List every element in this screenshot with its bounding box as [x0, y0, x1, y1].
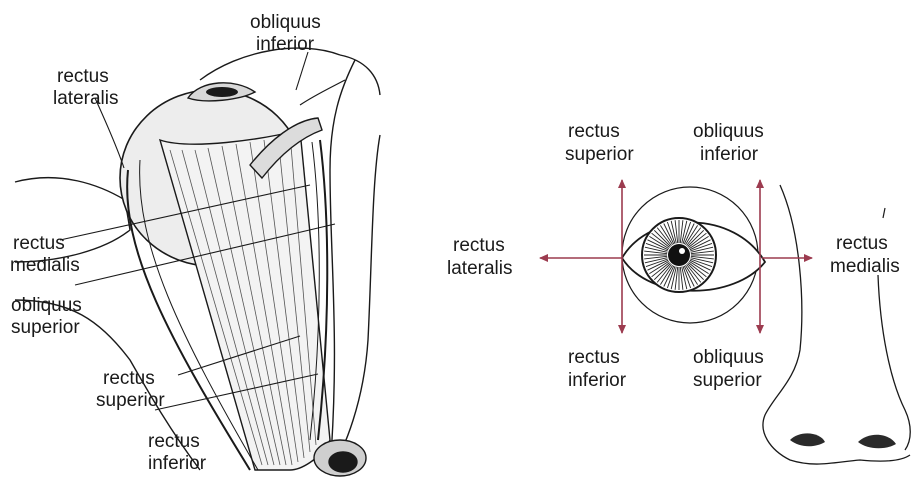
action-rectus-superior-line1: rectus	[568, 121, 620, 142]
action-rectus-medialis-line1: rectus	[836, 233, 888, 254]
nose-tick	[883, 208, 885, 218]
action-obliquus-inferior-line2: inferior	[700, 144, 759, 165]
eye-movement-diagram: rectus superior obliquus inferior rectus…	[447, 121, 910, 464]
nostril-left	[790, 433, 825, 446]
action-rectus-lateralis-line2: lateralis	[447, 258, 512, 279]
muscle-cone	[160, 130, 330, 470]
label-rectus-medialis-line1: rectus	[13, 233, 65, 254]
action-obliquus-inferior-line1: obliquus	[693, 121, 764, 142]
orbit-right-wall-outer	[330, 60, 355, 470]
label-rectus-superior-line2: superior	[96, 390, 165, 411]
label-rectus-lateralis-line2: lateralis	[53, 88, 118, 109]
label-obliquus-superior-line2: superior	[11, 317, 80, 338]
label-rectus-superior-line1: rectus	[103, 368, 155, 389]
action-rectus-superior-line2: superior	[565, 144, 634, 165]
orbit-top-right	[340, 55, 380, 95]
action-obliquus-superior-line1: obliquus	[693, 347, 764, 368]
nose-bridge	[878, 275, 910, 450]
label-obliquus-superior-line1: obliquus	[11, 295, 82, 316]
nostril-right	[858, 435, 896, 449]
action-rectus-inferior-line1: rectus	[568, 347, 620, 368]
label-rectus-medialis-line2: medialis	[10, 255, 80, 276]
pupil-dark	[206, 87, 238, 97]
nose-outline	[763, 185, 910, 464]
label-rectus-inferior-line2: inferior	[148, 453, 207, 474]
label-rectus-inferior-line1: rectus	[148, 431, 200, 452]
action-rectus-lateralis-line1: rectus	[453, 235, 505, 256]
pupil	[668, 244, 690, 266]
action-rectus-medialis-line2: medialis	[830, 256, 900, 277]
label-obliquus-inferior-line2: inferior	[256, 34, 315, 55]
label-rectus-lateralis-line1: rectus	[57, 66, 109, 87]
orbit-right-wall-inner	[330, 135, 380, 470]
action-obliquus-superior-line2: superior	[693, 370, 762, 391]
action-rectus-inferior-line2: inferior	[568, 370, 627, 391]
label-obliquus-inferior-line1: obliquus	[250, 12, 321, 33]
